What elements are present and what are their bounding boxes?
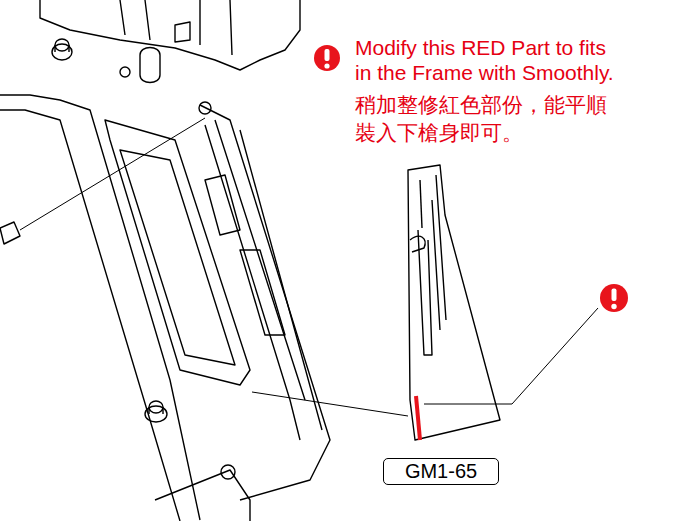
part-number-box: GM1-65 xyxy=(383,458,499,485)
grip-outline xyxy=(0,110,180,521)
pin-guide xyxy=(20,118,205,230)
frame-cut xyxy=(205,175,240,235)
warning-icon xyxy=(314,45,340,71)
part-number: GM1-65 xyxy=(405,460,477,483)
note-text: 稍加整修紅色部份，能平順裝入下槍身即可。 xyxy=(355,91,615,147)
screw-bushing xyxy=(52,39,72,60)
frame-slot xyxy=(140,48,160,83)
frame-notch xyxy=(175,22,190,42)
frame-rail xyxy=(205,120,322,440)
frame-top-detail xyxy=(120,0,232,55)
frame-bottom xyxy=(155,470,250,521)
grip-panel-inner xyxy=(120,150,235,365)
leader-line xyxy=(424,308,598,404)
pin xyxy=(0,222,20,244)
frame-top xyxy=(40,0,300,70)
note-text: Modify this RED Part to fits in the Fram… xyxy=(355,35,620,85)
frame-hole xyxy=(120,67,130,77)
assembly-line xyxy=(252,392,408,416)
frame-hole xyxy=(221,465,235,479)
screw-bushing xyxy=(145,401,167,422)
red-modify-area xyxy=(416,396,420,440)
frame-cut xyxy=(240,250,285,335)
warning-icon xyxy=(600,284,628,312)
frame-rail xyxy=(200,105,330,500)
part-gm1-65 xyxy=(408,165,500,440)
